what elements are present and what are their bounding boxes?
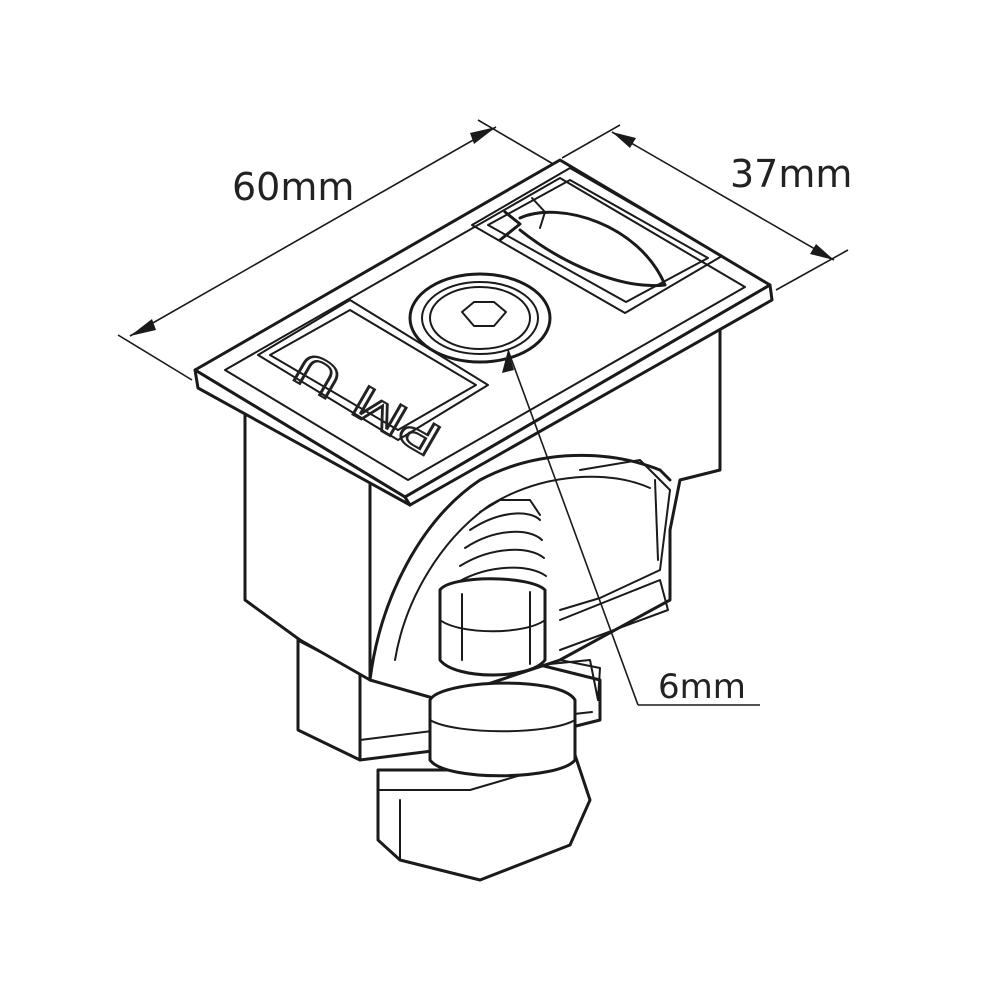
dimension-bolt-label: 6mm: [658, 667, 746, 707]
dimension-bolt: 6mm: [502, 349, 760, 707]
hex-socket-bolt-icon: [408, 272, 552, 364]
dimension-width: 37mm: [561, 124, 852, 291]
bolt-shank: [438, 577, 547, 677]
logo-plate: [471, 167, 723, 314]
dimension-length-label: 60mm: [232, 165, 354, 209]
dimension-width-label: 37mm: [730, 152, 852, 196]
spring: [457, 499, 547, 583]
nut: [428, 659, 601, 778]
fish-icon: [498, 197, 667, 288]
dimension-length: 60mm: [117, 119, 561, 381]
